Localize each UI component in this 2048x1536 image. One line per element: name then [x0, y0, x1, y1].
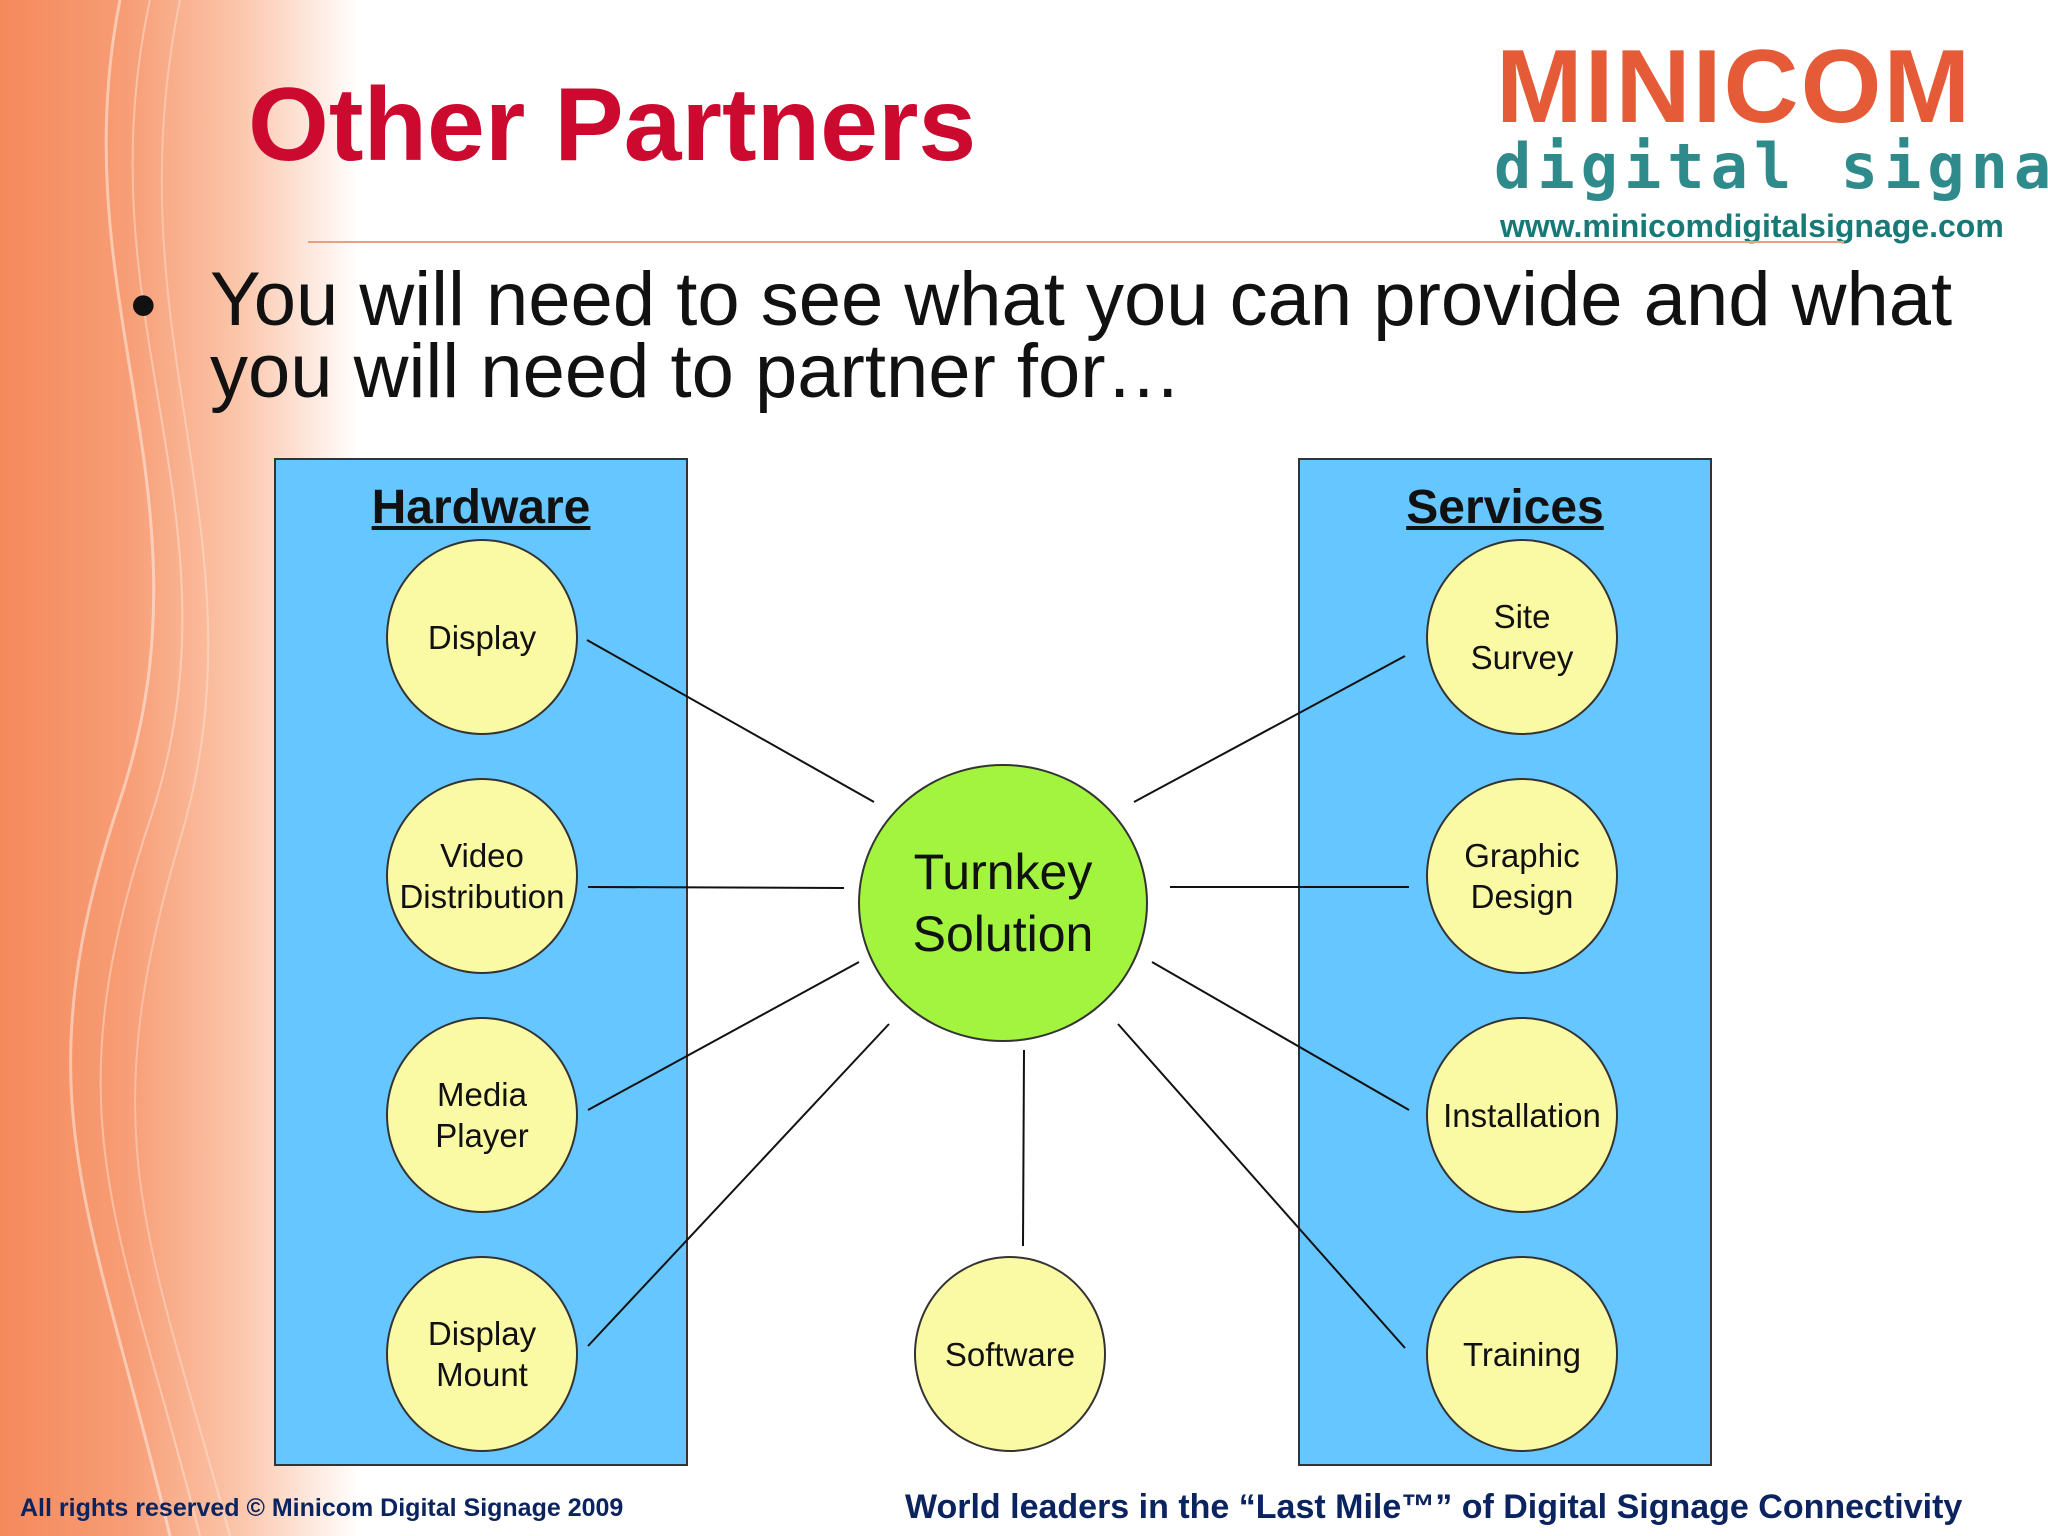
node-label: Display Mount: [427, 1315, 537, 1393]
link-media-player: [587, 961, 860, 1111]
node-label: Display: [427, 618, 537, 656]
logo-url: www.minicomdigitalsignage.com: [1500, 208, 2004, 244]
node-graphic-design: Graphic Design: [1426, 778, 1618, 974]
link-installation: [1151, 961, 1410, 1111]
bullet-text: You will need to see what you can provid…: [210, 257, 1953, 414]
hardware-title: Hardware: [371, 481, 591, 534]
node-site-survey: Site Survey: [1426, 539, 1618, 735]
footer-slogan: World leaders in the “Last Mile™” of Dig…: [905, 1488, 1963, 1526]
node-media-player: Media Player: [386, 1017, 578, 1213]
link-display-mount: [587, 1023, 890, 1347]
node-training: Training: [1426, 1256, 1618, 1452]
node-label: Video Distribution: [399, 837, 565, 915]
bullet-marker: •: [130, 263, 157, 348]
node-installation: Installation: [1426, 1017, 1618, 1213]
link-site-survey: [1133, 655, 1406, 803]
company-logo: MINICOM digital signage www.minicomdigit…: [1472, 0, 2048, 250]
link-video-distribution: [587, 886, 845, 889]
logo-tagline: digital signage: [1494, 130, 2048, 203]
node-software: Software: [914, 1256, 1106, 1452]
node-turnkey-solution: Turnkey Solution: [858, 764, 1148, 1042]
services-title: Services: [1406, 481, 1604, 534]
slide-title: Other Partners: [248, 67, 977, 183]
logo-wordmark: MINICOM: [1496, 29, 1973, 145]
node-display: Display: [386, 539, 578, 735]
link-display: [586, 639, 875, 803]
footer-copyright: All rights reserved © Minicom Digital Si…: [20, 1494, 624, 1522]
link-training: [1117, 1023, 1406, 1349]
node-label: Media Player: [435, 1076, 529, 1154]
node-label: Graphic Design: [1464, 837, 1580, 915]
hub-label: Turnkey Solution: [912, 844, 1094, 962]
node-label: Installation: [1443, 1096, 1601, 1134]
node-video-distribution: Video Distribution: [386, 778, 578, 974]
node-display-mount: Display Mount: [386, 1256, 578, 1452]
decorative-swirl: [69, 0, 231, 1536]
node-label: Software: [944, 1335, 1076, 1373]
node-label: Site Survey: [1470, 598, 1574, 676]
title-divider: [308, 241, 1844, 243]
link-software: [1022, 1049, 1025, 1247]
node-label: Training: [1463, 1335, 1581, 1373]
